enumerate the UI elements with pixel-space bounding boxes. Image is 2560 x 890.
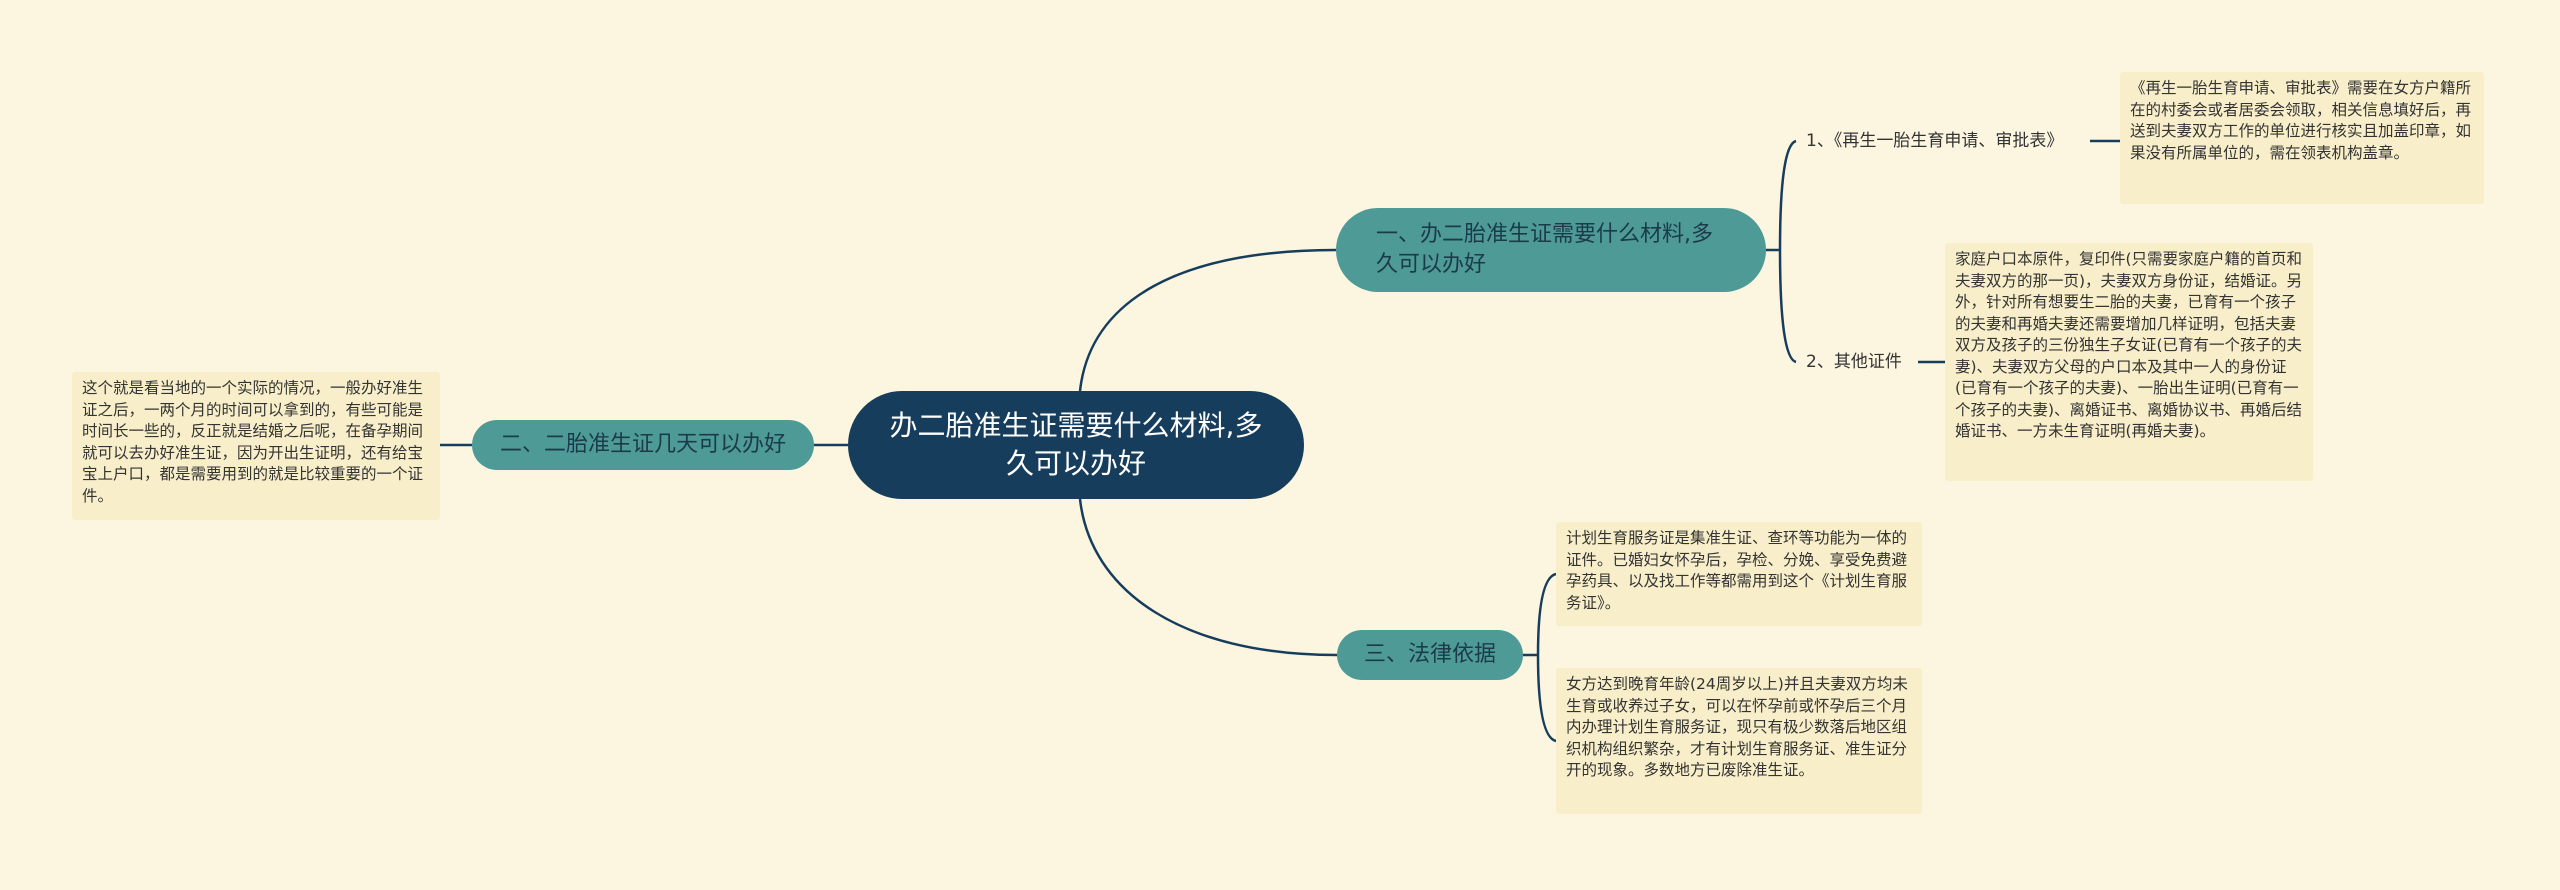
branch-duration-label: 二、二胎准生证几天可以办好 xyxy=(499,432,786,457)
note-duration-text: 这个就是看当地的一个实际的情况，一般办好准生证之后，一两个月的时间可以拿到的，有… xyxy=(82,379,424,505)
branch-duration[interactable]: 二、二胎准生证几天可以办好 xyxy=(472,420,814,470)
connector-root-legal xyxy=(1078,498,1338,657)
branch-materials-label: 一、办二胎准生证需要什么材料,多久可以办好 xyxy=(1376,222,1713,277)
subtopic-application-form-label: 1、《再生一胎生育申请、审批表》 xyxy=(1806,131,2064,151)
subtopic-application-form[interactable]: 1、《再生一胎生育申请、审批表》 xyxy=(1796,125,2090,157)
connector-materials-items xyxy=(1766,139,1797,364)
note-legal-service-certificate[interactable]: 计划生育服务证是集准生证、查环等功能为一体的证件。已婚妇女怀孕后，孕检、分娩、享… xyxy=(1556,522,1922,626)
subtopic-other-documents[interactable]: 2、其他证件 xyxy=(1796,346,1918,378)
note-other-documents[interactable]: 家庭户口本原件，复印件(只需要家庭户籍的首页和夫妻双方的那一页)，夫妻双方身份证… xyxy=(1945,243,2313,481)
root-topic[interactable]: 办二胎准生证需要什么材料,多久可以办好 xyxy=(848,391,1304,499)
note-other-documents-text: 家庭户口本原件，复印件(只需要家庭户籍的首页和夫妻双方的那一页)，夫妻双方身份证… xyxy=(1955,250,2303,440)
branch-legal[interactable]: 三、法律依据 xyxy=(1337,630,1523,680)
note-legal-service-certificate-text: 计划生育服务证是集准生证、查环等功能为一体的证件。已婚妇女怀孕后，孕检、分娩、享… xyxy=(1566,529,1908,612)
subtopic-other-documents-label: 2、其他证件 xyxy=(1806,352,1902,372)
note-duration[interactable]: 这个就是看当地的一个实际的情况，一般办好准生证之后，一两个月的时间可以拿到的，有… xyxy=(72,372,440,520)
note-application-form-text: 《再生一胎生育申请、审批表》需要在女方户籍所在的村委会或者居委会领取，相关信息填… xyxy=(2130,79,2472,162)
note-legal-late-childbearing-text: 女方达到晚育年龄(24周岁以上)并且夫妻双方均未生育或收养过子女，可以在怀孕前或… xyxy=(1566,675,1908,779)
connector-legal-notes xyxy=(1523,572,1557,743)
connector-root-materials xyxy=(1078,248,1337,392)
branch-materials[interactable]: 一、办二胎准生证需要什么材料,多久可以办好 xyxy=(1336,208,1766,292)
note-application-form[interactable]: 《再生一胎生育申请、审批表》需要在女方户籍所在的村委会或者居委会领取，相关信息填… xyxy=(2120,72,2484,204)
root-topic-label: 办二胎准生证需要什么材料,多久可以办好 xyxy=(889,409,1263,480)
branch-legal-label: 三、法律依据 xyxy=(1363,642,1496,667)
note-legal-late-childbearing[interactable]: 女方达到晚育年龄(24周岁以上)并且夫妻双方均未生育或收养过子女，可以在怀孕前或… xyxy=(1556,668,1922,814)
